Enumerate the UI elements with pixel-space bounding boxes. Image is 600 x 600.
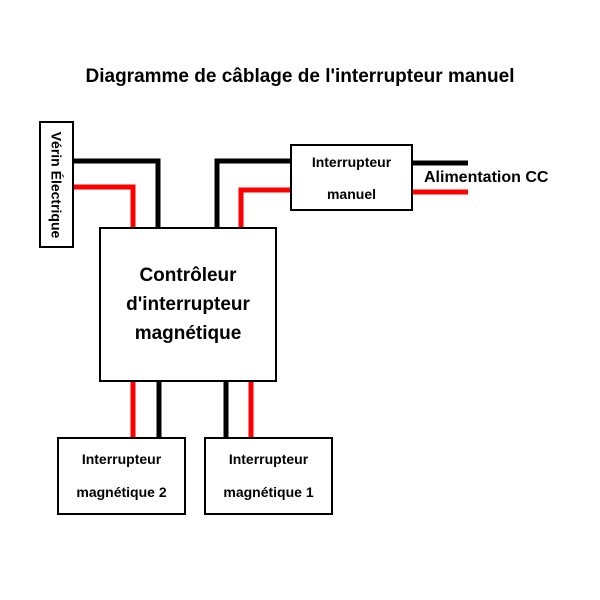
diagram-title: Diagramme de câblage de l'interrupteur m…	[85, 66, 515, 87]
manual-switch-line-2: manuel	[326, 185, 376, 202]
magnetic-switch-2-line-1: Interrupteur	[81, 451, 162, 467]
verin-box	[39, 121, 74, 248]
manual-switch-box: Interrupteur manuel	[290, 144, 413, 211]
magnetic-switch-1-box: Interrupteur magnétique 1	[204, 437, 333, 515]
power-label: Alimentation CC	[424, 169, 549, 186]
controller-line-1: Contrôleur	[139, 265, 237, 286]
controller-line-2: d'interrupteur	[126, 294, 250, 315]
verin-label-wrap: Vérin Électrique	[39, 121, 74, 248]
manual-switch-line-1: Interrupteur	[311, 153, 392, 170]
wire-verin-red	[74, 184, 136, 228]
magnetic-switch-1-line-1: Interrupteur	[228, 451, 309, 467]
verin-label: Vérin Électrique	[48, 131, 65, 238]
magnetic-switch-2-line-2: magnétique 2	[76, 484, 167, 500]
controller-line-3: magnétique	[134, 323, 242, 344]
magnetic-switch-1-line-2: magnétique 1	[223, 484, 314, 500]
controller-box: Contrôleur d'interrupteur magnétique	[99, 227, 277, 382]
wire-verin-black	[74, 158, 161, 228]
magnetic-switch-2-box: Interrupteur magnétique 2	[57, 437, 186, 515]
wire-manual-black	[214, 158, 291, 228]
wire-manual-red	[238, 187, 291, 228]
